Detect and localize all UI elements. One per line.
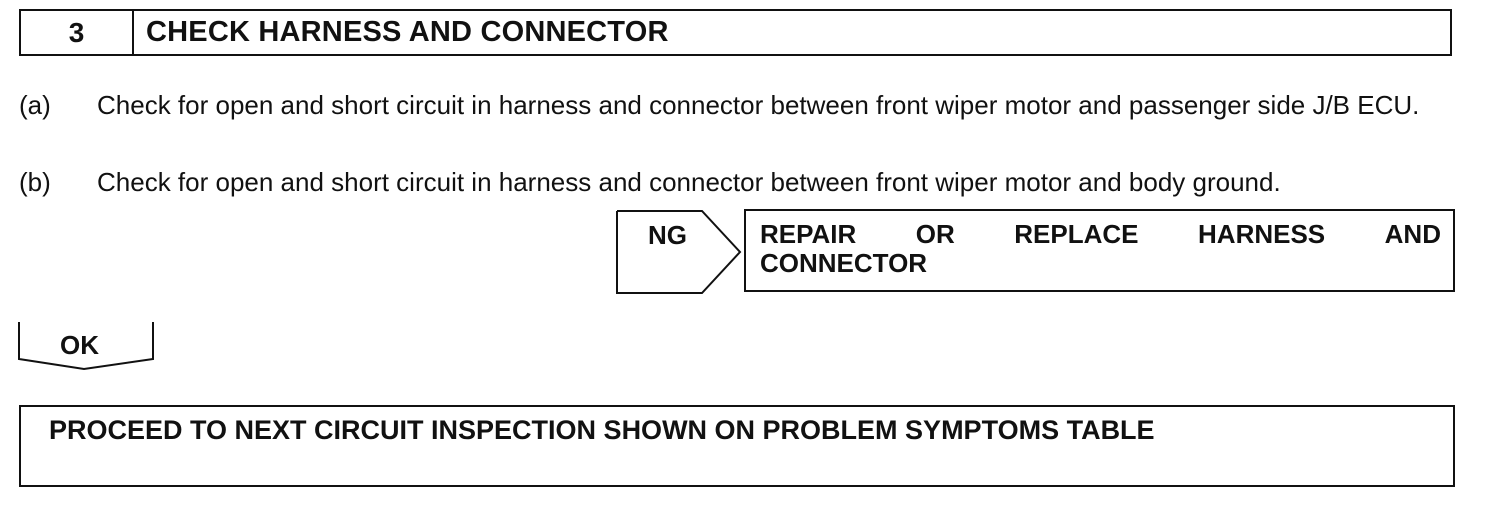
proceed-box: PROCEED TO NEXT CIRCUIT INSPECTION SHOWN… (19, 405, 1455, 487)
step-number: 3 (21, 11, 134, 54)
ng-action-word: HARNESS (1198, 219, 1326, 249)
item-text: Check for open and short circuit in harn… (97, 90, 1420, 120)
step-header: 3 CHECK HARNESS AND CONNECTOR (19, 9, 1452, 56)
ng-arrow-icon (616, 210, 742, 294)
ok-arrow-icon (18, 322, 154, 371)
instruction-item-a: (a) Check for open and short circuit in … (19, 86, 1457, 124)
item-label: (a) (19, 90, 51, 120)
ng-action-box: REPAIR OR REPLACE HARNESS AND CONNECTOR (744, 209, 1455, 292)
item-label: (b) (19, 167, 51, 197)
instruction-item-b: (b) Check for open and short circuit in … (19, 163, 1457, 201)
ng-action-line1: REPAIR OR REPLACE HARNESS AND (760, 220, 1441, 249)
ng-action-word: REPLACE (1014, 219, 1139, 249)
ok-label: OK (60, 330, 99, 360)
step-title: CHECK HARNESS AND CONNECTOR (146, 16, 669, 48)
ng-action-word: OR (915, 219, 955, 249)
ng-action-line2: CONNECTOR (760, 248, 928, 278)
ng-label: NG (648, 220, 687, 250)
ng-action-word: AND (1384, 219, 1441, 249)
proceed-text: PROCEED TO NEXT CIRCUIT INSPECTION SHOWN… (49, 415, 1155, 445)
ng-action-word: REPAIR (760, 219, 857, 249)
item-text: Check for open and short circuit in harn… (97, 167, 1281, 197)
